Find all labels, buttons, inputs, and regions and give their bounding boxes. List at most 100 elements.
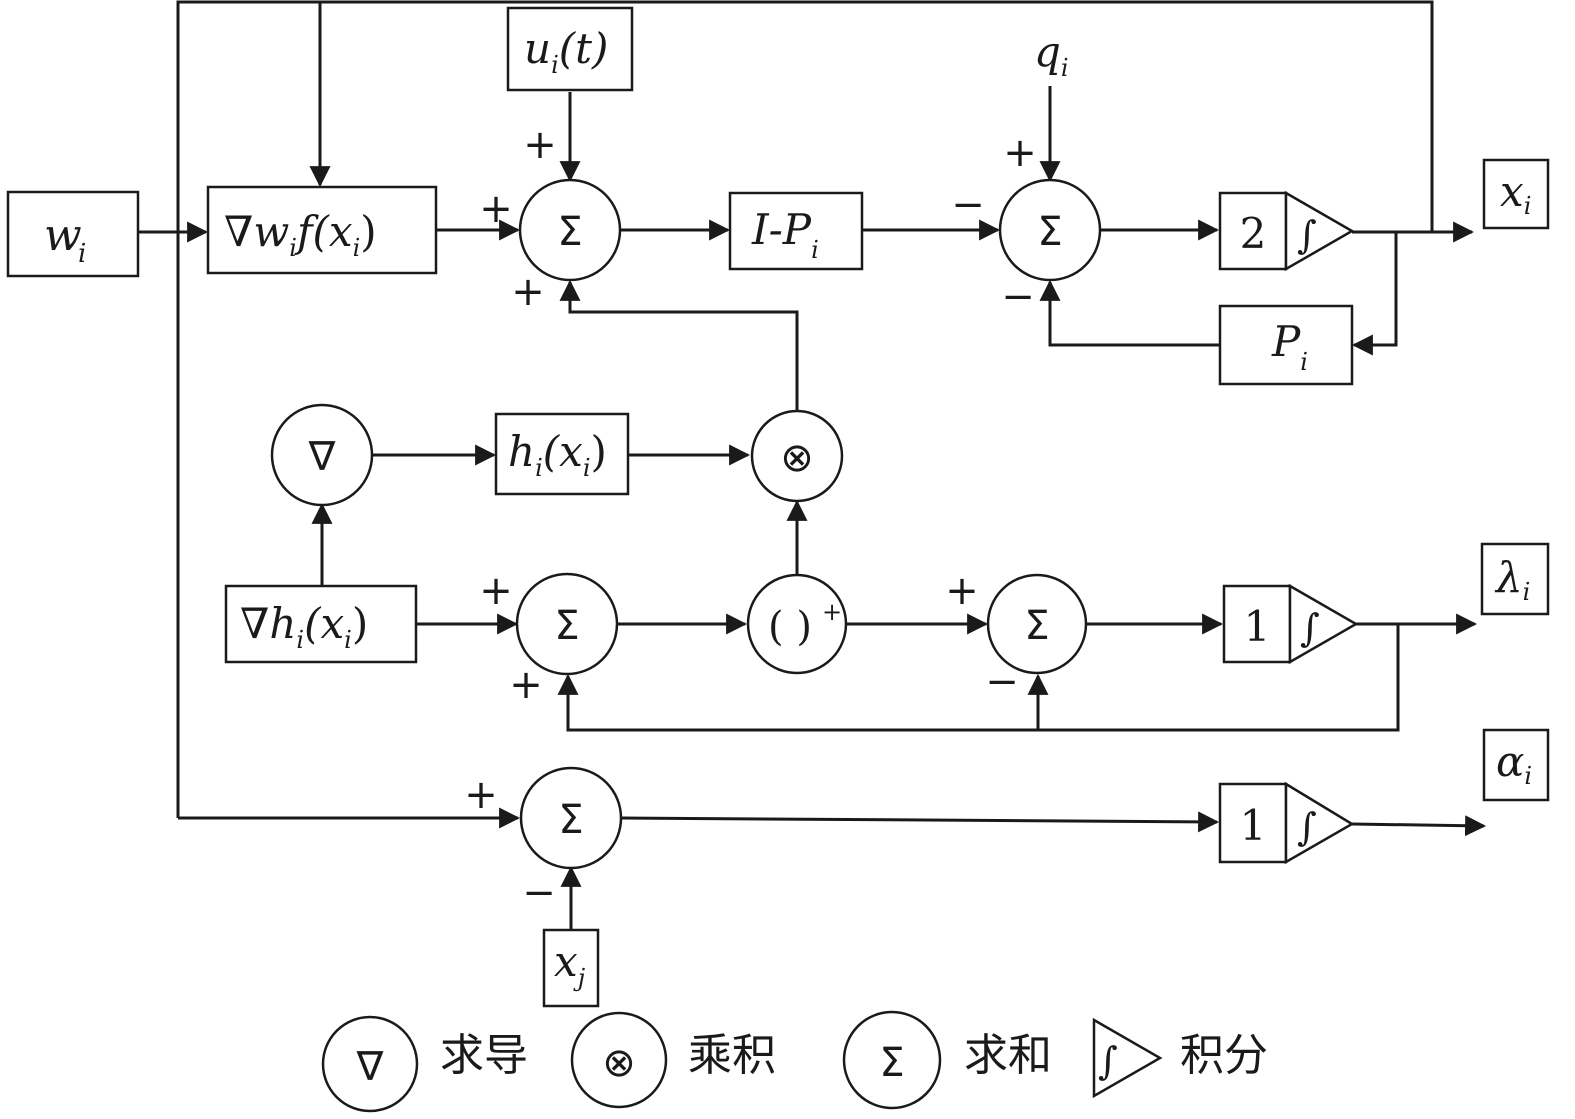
inta-gain: 1 (1240, 801, 1267, 850)
sum-node-5: Σ (519, 766, 623, 870)
wire-lambda-to-sum3 (557, 624, 1400, 732)
gradwf-base: w (253, 207, 289, 256)
outx-sub: i (1524, 192, 1532, 220)
product-node: ⊗ (750, 409, 844, 503)
sum1-symbol: Σ (557, 209, 582, 255)
sum4-symbol: Σ (1024, 603, 1049, 649)
legend-integral: ∫ 积分 (1092, 1017, 1268, 1099)
outl-base: λ (1494, 553, 1523, 602)
inta-integral-icon: ∫ (1297, 805, 1317, 849)
legend-grad-label: 求导 (440, 1030, 528, 1081)
block-p-feedback: Pi (1218, 304, 1354, 386)
sum2-sign-top: + (1003, 130, 1037, 176)
product-symbol: ⊗ (780, 435, 814, 481)
outa-sub: i (1524, 762, 1532, 790)
gradwf-sub: i (289, 234, 297, 262)
gradh-sub2: i (344, 626, 352, 654)
sum2-symbol: Σ (1037, 209, 1062, 255)
projection-node: ( ) + (746, 573, 848, 675)
sum5-symbol: Σ (558, 797, 583, 843)
wire-inta-to-output (1351, 815, 1487, 837)
sum3-symbol: Σ (554, 603, 579, 649)
sum4-sign-bottom: − (985, 659, 1019, 705)
svg-text:∇wif(xi): ∇wif(xi) (224, 207, 377, 262)
xj-base: x (554, 937, 578, 986)
legend-sum-label: 求和 (964, 1030, 1052, 1081)
ip-pre: I- (751, 205, 783, 254)
wire-sum5-to-inta (620, 811, 1220, 833)
intl-integral-icon: ∫ (1300, 606, 1320, 650)
sum-node-1: Σ (518, 178, 622, 282)
ip-base: P (782, 205, 812, 254)
sum-node-4: Σ (986, 573, 1088, 675)
gradh-close: ) (352, 599, 368, 648)
block-w-sub: i (78, 239, 86, 269)
legend-product: ⊗ 乘积 (570, 1011, 776, 1109)
legend-integral-label: 积分 (1180, 1030, 1268, 1081)
block-h: hi(xi) (494, 412, 630, 496)
output-alpha: αi (1482, 728, 1550, 802)
svg-text:xi: xi (1500, 167, 1531, 220)
integrator-x: 2 ∫ (1218, 190, 1355, 272)
wires (138, 0, 1487, 930)
intl-gain: 1 (1244, 602, 1271, 651)
sum4-sign-left: + (945, 568, 979, 614)
label-q: qi (1034, 27, 1069, 82)
outx-base: x (1500, 167, 1524, 216)
svg-text:αi: αi (1496, 737, 1532, 790)
gradwf-close: ) (360, 207, 376, 256)
svg-text:ui(t): ui(t) (524, 24, 608, 79)
output-x: xi (1482, 158, 1550, 230)
integrator-lambda: 1 ∫ (1222, 583, 1359, 665)
legend-grad: ∇ 求导 (321, 1015, 528, 1113)
sum1-sign-bottom: + (511, 269, 545, 315)
gradh-post: (x (304, 599, 344, 648)
svg-text:∇hi(xi): ∇hi(xi) (240, 599, 368, 654)
svg-text:xj: xj (554, 937, 586, 992)
h-close: ) (591, 427, 607, 476)
output-lambda: λi (1480, 542, 1550, 616)
gradh-base: h (269, 599, 296, 648)
sum-node-3: Σ (515, 572, 619, 676)
legend-product-icon: ⊗ (602, 1040, 636, 1086)
block-xj: xj (542, 928, 600, 1008)
block-grad-h: ∇hi(xi) (224, 584, 418, 664)
wire-top-feedback (176, 0, 1434, 818)
integrator-alpha: 1 ∫ (1218, 781, 1355, 865)
wire-p-to-sum2 (1039, 279, 1220, 347)
svg-text:hi(xi): hi(xi) (508, 427, 607, 482)
svg-text:λi: λi (1494, 553, 1530, 606)
legend: ∇ 求导 ⊗ 乘积 Σ 求和 ∫ 积分 (321, 1010, 1268, 1113)
outa-base: α (1496, 737, 1524, 786)
wire-output-to-p (1351, 232, 1398, 356)
block-grad-wf: ∇wif(xi) (206, 185, 438, 275)
block-w-base: w (44, 210, 82, 261)
pfb-base: P (1271, 317, 1301, 366)
sum1-sign-top: + (523, 122, 557, 168)
gradh-sub: i (296, 626, 304, 654)
u-base: u (524, 24, 551, 73)
gradwf-post: f(x (294, 207, 353, 256)
sum1-sign-left: + (479, 186, 513, 232)
proj-symbol: ( ) (768, 604, 812, 650)
intx-integral-icon: ∫ (1297, 213, 1317, 257)
block-i-minus-p: I-Pi (728, 191, 864, 271)
sum5-sign-left: + (464, 772, 498, 818)
sum2-sign-left: − (951, 182, 985, 228)
u-sub: i (551, 51, 559, 79)
h-post: (x (543, 427, 583, 476)
gradwf-pre: ∇ (224, 207, 253, 256)
legend-grad-icon: ∇ (356, 1044, 384, 1090)
outl-sub: i (1523, 578, 1531, 606)
u-post: (t) (559, 24, 609, 73)
block-u: ui(t) (506, 6, 634, 92)
sum2-sign-bottom: − (1001, 274, 1035, 320)
legend-integral-icon: ∫ (1098, 1039, 1118, 1083)
wire-product-to-sum1 (559, 279, 799, 412)
grad-node-symbol: ∇ (308, 434, 336, 480)
block-w: w i (6, 190, 140, 278)
sum5-sign-bottom: − (522, 870, 556, 916)
svg-text:I-Pi: I-Pi (751, 205, 819, 264)
sum3-sign-bottom: + (509, 662, 543, 708)
